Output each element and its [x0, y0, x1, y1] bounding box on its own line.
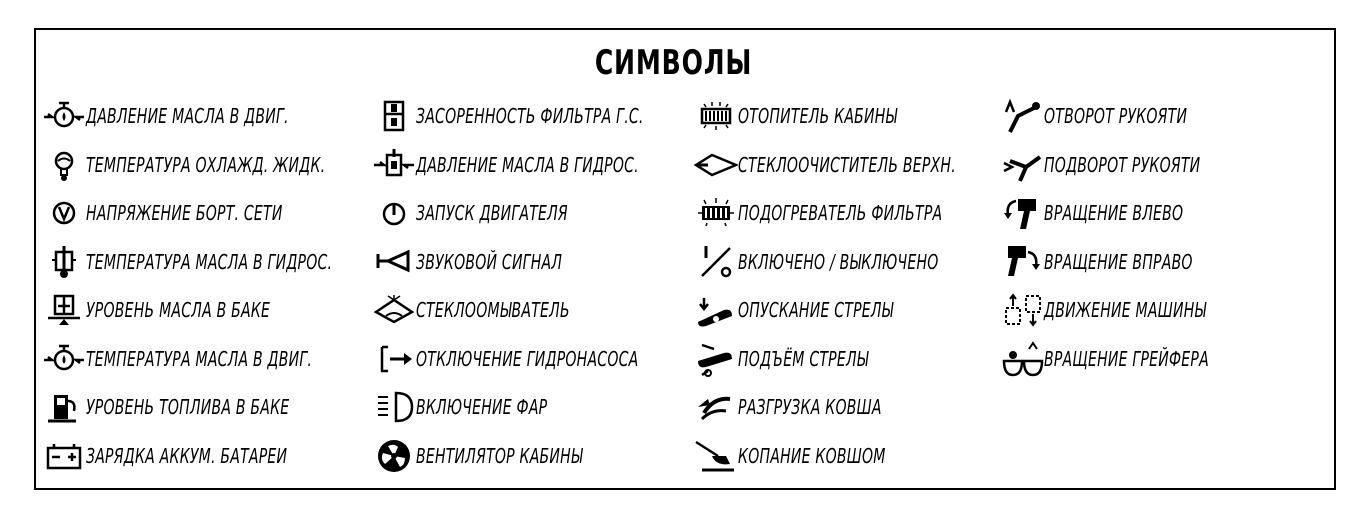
legend-label: СТЕКЛООЧИСТИТЕЛЬ ВЕРХН. — [738, 152, 956, 177]
legend-label: ДАВЛЕНИЕ МАСЛА В ДВИГ. — [86, 104, 289, 129]
legend-item: ДАВЛЕНИЕ МАСЛА В ГИДРОС. — [372, 141, 708, 190]
legend-item: УРОВЕНЬ ТОПЛИВА В БАКЕ — [42, 383, 402, 432]
legend-item: ВКЛЮЧЕНО / ВЫКЛЮЧЕНО — [694, 238, 1017, 287]
legend-item: УРОВЕНЬ МАСЛА В БАКЕ — [42, 286, 402, 335]
legend-column-2: ЗАСОРЕННОСТЬ ФИЛЬТРА Г.С. ДАВЛЕНИЕ МАСЛА… — [372, 92, 708, 480]
legend-item: ТЕМПЕРАТУРА МАСЛА В ГИДРОС. — [42, 238, 402, 287]
legend-label: ВРАЩЕНИЕ ВПРАВО — [1044, 249, 1193, 274]
boom-raising-icon — [694, 341, 738, 377]
engine-oil-temperature-icon — [42, 341, 86, 377]
legend-label: ОТВОРОТ РУКОЯТИ — [1044, 104, 1188, 129]
legend-label: ВКЛЮЧЕНО / ВЫКЛЮЧЕНО — [738, 249, 939, 274]
boom-lowering-icon — [694, 292, 738, 328]
legend-column-1: ДАВЛЕНИЕ МАСЛА В ДВИГ. ТЕМПЕРАТУРА ОХЛАЖ… — [42, 92, 402, 480]
legend-item: ВРАЩЕНИЕ ГРЕЙФЕРА — [1000, 335, 1255, 384]
filter-heater-icon — [694, 195, 738, 231]
legend-item: НАПРЯЖЕНИЕ БОРТ. СЕТИ — [42, 189, 402, 238]
grapple-rotation-icon — [1000, 341, 1044, 377]
bucket-unloading-icon — [694, 389, 738, 425]
pump-disconnect-icon — [372, 341, 416, 377]
legend-item: ВКЛЮЧЕНИЕ ФАР — [372, 383, 708, 432]
fuel-level-icon — [42, 389, 86, 425]
legend-item: ОТВОРОТ РУКОЯТИ — [1000, 92, 1255, 141]
legend-label: ВКЛЮЧЕНИЕ ФАР — [416, 395, 548, 420]
legend-label: КОПАНИЕ КОВШОМ — [738, 443, 886, 468]
cabin-fan-icon — [372, 438, 416, 474]
legend-label: ТЕМПЕРАТУРА МАСЛА В ДВИГ. — [86, 346, 313, 371]
legend-column-4: ОТВОРОТ РУКОЯТИ ПОДВОРОТ РУКОЯТИ ВРАЩЕНИ… — [1000, 92, 1255, 383]
legend-item: РАЗГРУЗКА КОВША — [694, 383, 1017, 432]
bucket-digging-icon — [694, 438, 738, 474]
legend-label: ПОДЪЁМ СТРЕЛЫ — [738, 346, 869, 371]
handle-turn-in-icon — [1000, 147, 1044, 183]
headlights-icon — [372, 389, 416, 425]
legend-item: ОПУСКАНИЕ СТРЕЛЫ — [694, 286, 1017, 335]
legend-item: ВРАЩЕНИЕ ВПРАВО — [1000, 238, 1255, 287]
cabin-heater-icon — [694, 98, 738, 134]
legend-item: ПОДЪЁМ СТРЕЛЫ — [694, 335, 1017, 384]
legend-label: ТЕМПЕРАТУРА МАСЛА В ГИДРОС. — [86, 249, 333, 274]
legend-item: ЗВУКОВОЙ СИГНАЛ — [372, 238, 708, 287]
legend-column-3: ОТОПИТЕЛЬ КАБИНЫ СТЕКЛООЧИСТИТЕЛЬ ВЕРХН.… — [694, 92, 1017, 480]
rotate-right-icon — [1000, 244, 1044, 280]
legend-label: ОТОПИТЕЛЬ КАБИНЫ — [738, 104, 898, 129]
legend-item: ТЕМПЕРАТУРА ОХЛАЖД. ЖИДК. — [42, 141, 402, 190]
oil-pressure-icon — [42, 98, 86, 134]
handle-turn-out-icon — [1000, 98, 1044, 134]
machine-travel-icon — [1000, 292, 1044, 328]
on-off-icon — [694, 244, 738, 280]
legend-label: ДВИЖЕНИЕ МАШИНЫ — [1044, 298, 1207, 323]
windshield-washer-icon — [372, 292, 416, 328]
horn-icon — [372, 244, 416, 280]
legend-item: ЗАСОРЕННОСТЬ ФИЛЬТРА Г.С. — [372, 92, 708, 141]
legend-label: ВРАЩЕНИЕ ГРЕЙФЕРА — [1044, 346, 1209, 371]
legend-label: ПОДВОРОТ РУКОЯТИ — [1044, 152, 1201, 177]
legend-item: ЗАРЯДКА АККУМ. БАТАРЕИ — [42, 432, 402, 481]
legend-label: ВРАЩЕНИЕ ВЛЕВО — [1044, 201, 1184, 226]
legend-item: ВЕНТИЛЯТОР КАБИНЫ — [372, 432, 708, 481]
legend-item: ВРАЩЕНИЕ ВЛЕВО — [1000, 189, 1255, 238]
coolant-temperature-icon — [42, 147, 86, 183]
legend-label: НАПРЯЖЕНИЕ БОРТ. СЕТИ — [86, 201, 283, 226]
legend-item: КОПАНИЕ КОВШОМ — [694, 432, 1017, 481]
voltmeter-icon — [42, 195, 86, 231]
engine-start-icon — [372, 195, 416, 231]
legend-label: ОТКЛЮЧЕНИЕ ГИДРОНАСОСА — [416, 346, 639, 371]
legend-item: ТЕМПЕРАТУРА МАСЛА В ДВИГ. — [42, 335, 402, 384]
upper-wiper-icon — [694, 147, 738, 183]
legend-label: ПОДОГРЕВАТЕЛЬ ФИЛЬТРА — [738, 201, 943, 226]
legend-item: ОТОПИТЕЛЬ КАБИНЫ — [694, 92, 1017, 141]
legend-frame — [34, 28, 1336, 490]
legend-label: ЗАПУСК ДВИГАТЕЛЯ — [416, 201, 568, 226]
legend-label: ЗАРЯДКА АККУМ. БАТАРЕИ — [86, 443, 288, 468]
filter-clogging-icon — [372, 98, 416, 134]
rotate-left-icon — [1000, 195, 1044, 231]
legend-item: СТЕКЛООЧИСТИТЕЛЬ ВЕРХН. — [694, 141, 1017, 190]
legend-title: СИМВОЛЫ — [594, 43, 753, 83]
hydraulic-pressure-icon — [372, 147, 416, 183]
legend-item: ОТКЛЮЧЕНИЕ ГИДРОНАСОСА — [372, 335, 708, 384]
tank-oil-level-icon — [42, 292, 86, 328]
legend-item: ПОДВОРОТ РУКОЯТИ — [1000, 141, 1255, 190]
legend-label: ТЕМПЕРАТУРА ОХЛАЖД. ЖИДК. — [86, 152, 326, 177]
legend-item: ДАВЛЕНИЕ МАСЛА В ДВИГ. — [42, 92, 402, 141]
legend-label: УРОВЕНЬ ТОПЛИВА В БАКЕ — [86, 395, 290, 420]
legend-item: ЗАПУСК ДВИГАТЕЛЯ — [372, 189, 708, 238]
legend-label: УРОВЕНЬ МАСЛА В БАКЕ — [86, 298, 271, 323]
legend-label: СТЕКЛООМЫВАТЕЛЬ — [416, 298, 570, 323]
legend-item: ПОДОГРЕВАТЕЛЬ ФИЛЬТРА — [694, 189, 1017, 238]
legend-item: СТЕКЛООМЫВАТЕЛЬ — [372, 286, 708, 335]
legend-label: ДАВЛЕНИЕ МАСЛА В ГИДРОС. — [416, 152, 639, 177]
hydraulic-oil-temperature-icon — [42, 244, 86, 280]
legend-label: ОПУСКАНИЕ СТРЕЛЫ — [738, 298, 894, 323]
legend-item: ДВИЖЕНИЕ МАШИНЫ — [1000, 286, 1255, 335]
legend-label: ЗАСОРЕННОСТЬ ФИЛЬТРА Г.С. — [416, 104, 644, 129]
battery-charge-icon — [42, 438, 86, 474]
legend-label: РАЗГРУЗКА КОВША — [738, 395, 882, 420]
legend-label: ВЕНТИЛЯТОР КАБИНЫ — [416, 443, 583, 468]
legend-label: ЗВУКОВОЙ СИГНАЛ — [416, 249, 563, 274]
